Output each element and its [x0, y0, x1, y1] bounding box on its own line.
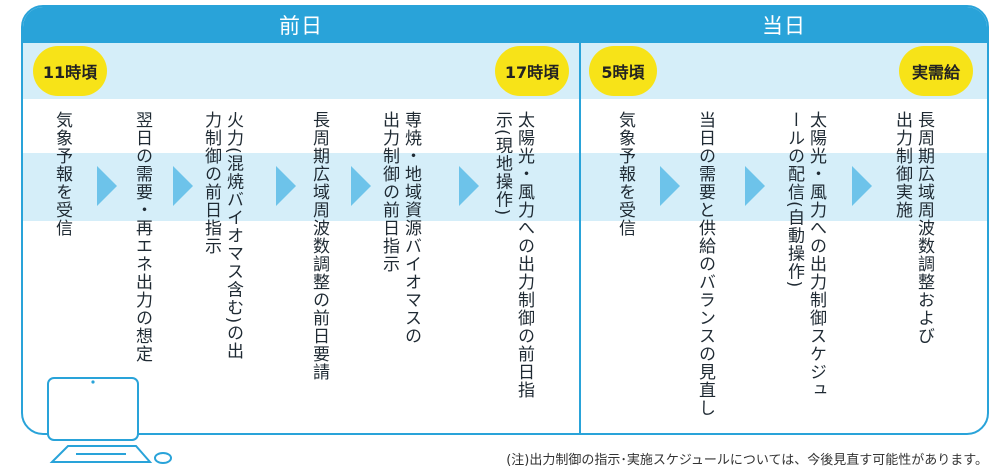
step-frequency-request: 長周期広域周波数調整の前日要請 [309, 111, 329, 381]
header-day-before: 前日 [23, 7, 579, 43]
step-thermal-instruction: 火力(混焼バイオマス含む)の出力制御の前日指示 [201, 111, 243, 361]
flow-arrow-5 [459, 166, 479, 206]
flow-arrow-1 [97, 166, 117, 206]
flow-arrow-7 [745, 166, 765, 206]
section-divider [579, 7, 581, 433]
time-badge-supply: 実需給 [899, 46, 973, 96]
header-same-day: 当日 [581, 7, 987, 43]
computer-icon [47, 377, 172, 464]
flow-arrow-3 [276, 166, 296, 206]
step-control-execution: 長周期広域周波数調整および出力制御実施 [892, 111, 934, 345]
flow-arrow-8 [852, 166, 872, 206]
time-badge-5: 5時頃 [589, 46, 657, 96]
schedule-frame: 前日 当日 11時頃 17時頃 5時頃 実需給 気象予報を受信 翌日の需要・再エ… [21, 5, 989, 435]
footnote: (注)出力制御の指示･実施スケジュールについては、今後見直す可能性があります。 [506, 453, 988, 468]
flow-arrow-6 [660, 166, 680, 206]
time-badge-17: 17時頃 [495, 46, 569, 96]
flow-arrow-4 [351, 166, 371, 206]
step-biomass-instruction: 専焼・地域資源バイオマスの出力制御の前日指示 [379, 111, 421, 345]
step-solar-wind-instruction: 太陽光・風力への出力制御の前日指示(現地操作) [492, 111, 534, 399]
step-weather-forecast-1: 気象予報を受信 [52, 111, 72, 237]
step-schedule-delivery: 太陽光・風力への出力制御スケジュールの配信(自動操作) [784, 111, 826, 399]
time-badge-11: 11時頃 [33, 46, 107, 96]
flow-arrow-2 [173, 166, 193, 206]
step-demand-forecast: 翌日の需要・再エネ出力の想定 [132, 111, 152, 363]
step-weather-forecast-2: 気象予報を受信 [615, 111, 635, 237]
step-balance-review: 当日の需要と供給のバランスの見直し [695, 111, 715, 417]
